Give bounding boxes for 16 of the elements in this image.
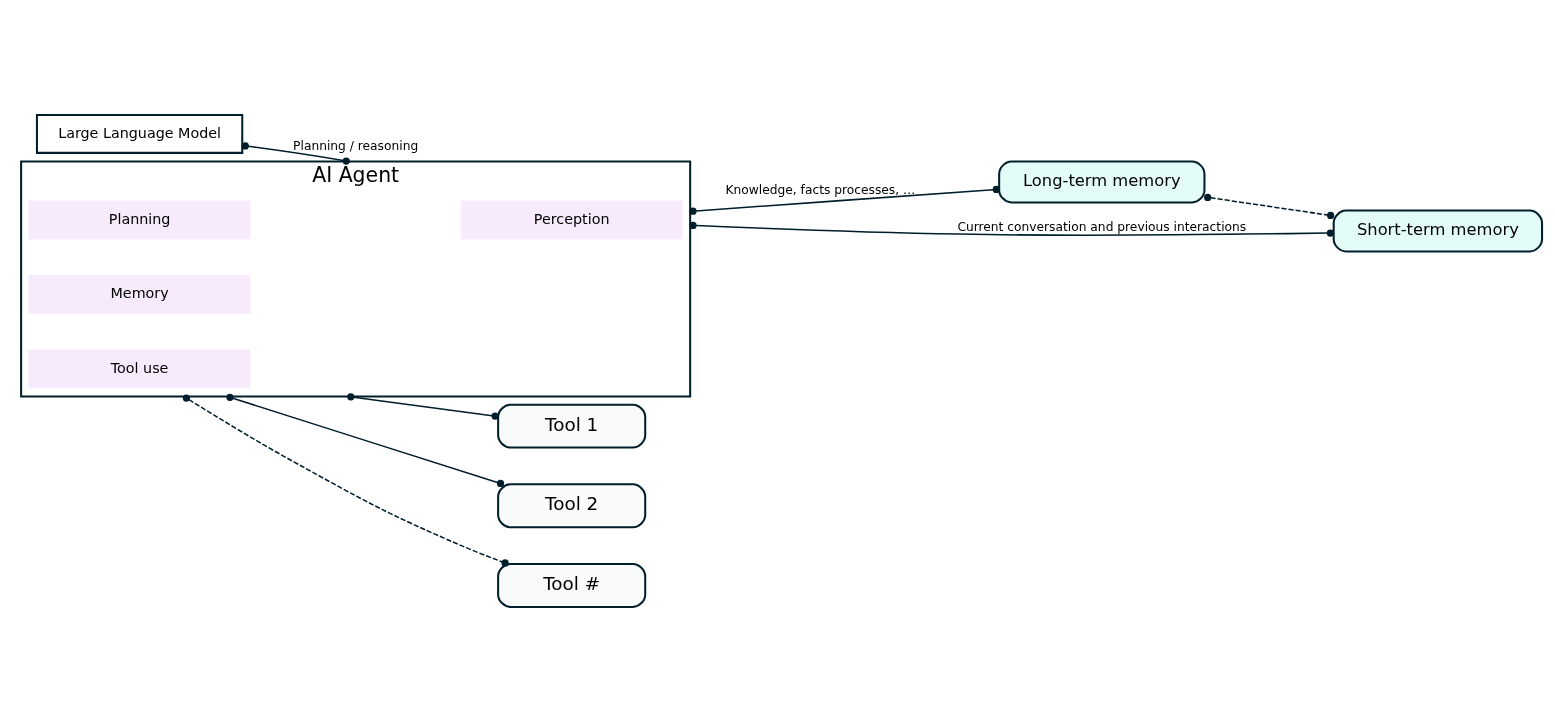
node-box: Tool 2 bbox=[497, 483, 647, 529]
connector bbox=[1204, 193, 1335, 220]
connector bbox=[689, 221, 1334, 237]
connector bbox=[182, 394, 509, 567]
connector bbox=[226, 393, 505, 488]
node-box: Tool 1 bbox=[497, 403, 647, 449]
node-box: Short-term memory bbox=[1332, 209, 1544, 253]
node-box: Large Language Model bbox=[35, 114, 244, 154]
connector bbox=[347, 393, 499, 420]
edge-label: Planning / reasoning bbox=[293, 138, 419, 153]
connector bbox=[241, 142, 350, 165]
edge-label: Current conversation and previous interactions bbox=[957, 219, 1247, 234]
node-box: Tool # bbox=[497, 563, 647, 608]
edge-label: Knowledge, facts processes, … bbox=[725, 182, 916, 197]
connector bbox=[689, 185, 1000, 215]
node-box: Long-term memory bbox=[998, 160, 1206, 204]
